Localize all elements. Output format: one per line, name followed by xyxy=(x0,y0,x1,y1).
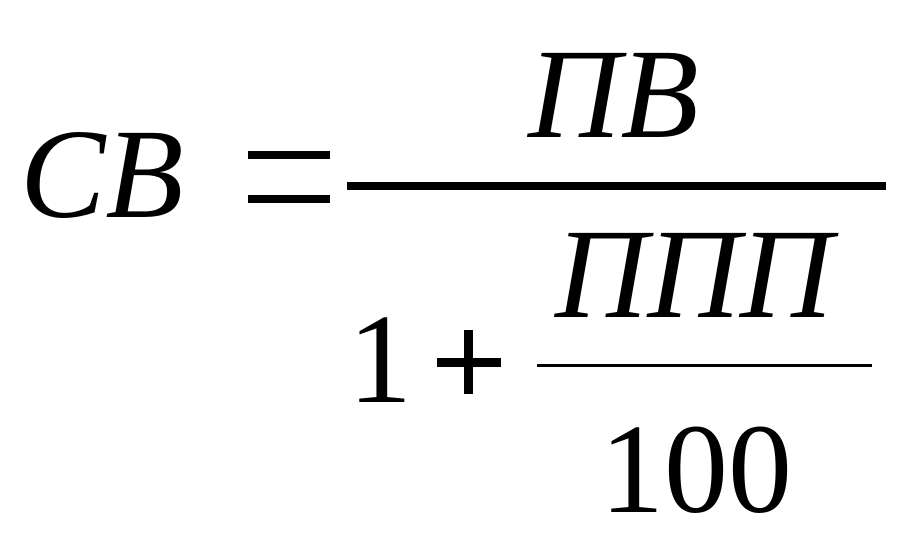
equals-bar-top xyxy=(248,151,330,159)
plus-sign xyxy=(437,330,501,394)
inner-denominator: 100 xyxy=(600,398,792,540)
equals-sign xyxy=(248,151,330,203)
lhs-variable: CB xyxy=(20,103,184,245)
main-fraction-line xyxy=(347,182,886,190)
equals-bar-bottom xyxy=(248,195,330,203)
denominator-one: 1 xyxy=(348,288,412,430)
inner-numerator: ППП xyxy=(555,203,833,345)
inner-fraction-line xyxy=(537,364,872,367)
plus-bar-vertical xyxy=(464,330,473,394)
main-numerator: ПВ xyxy=(528,23,699,165)
